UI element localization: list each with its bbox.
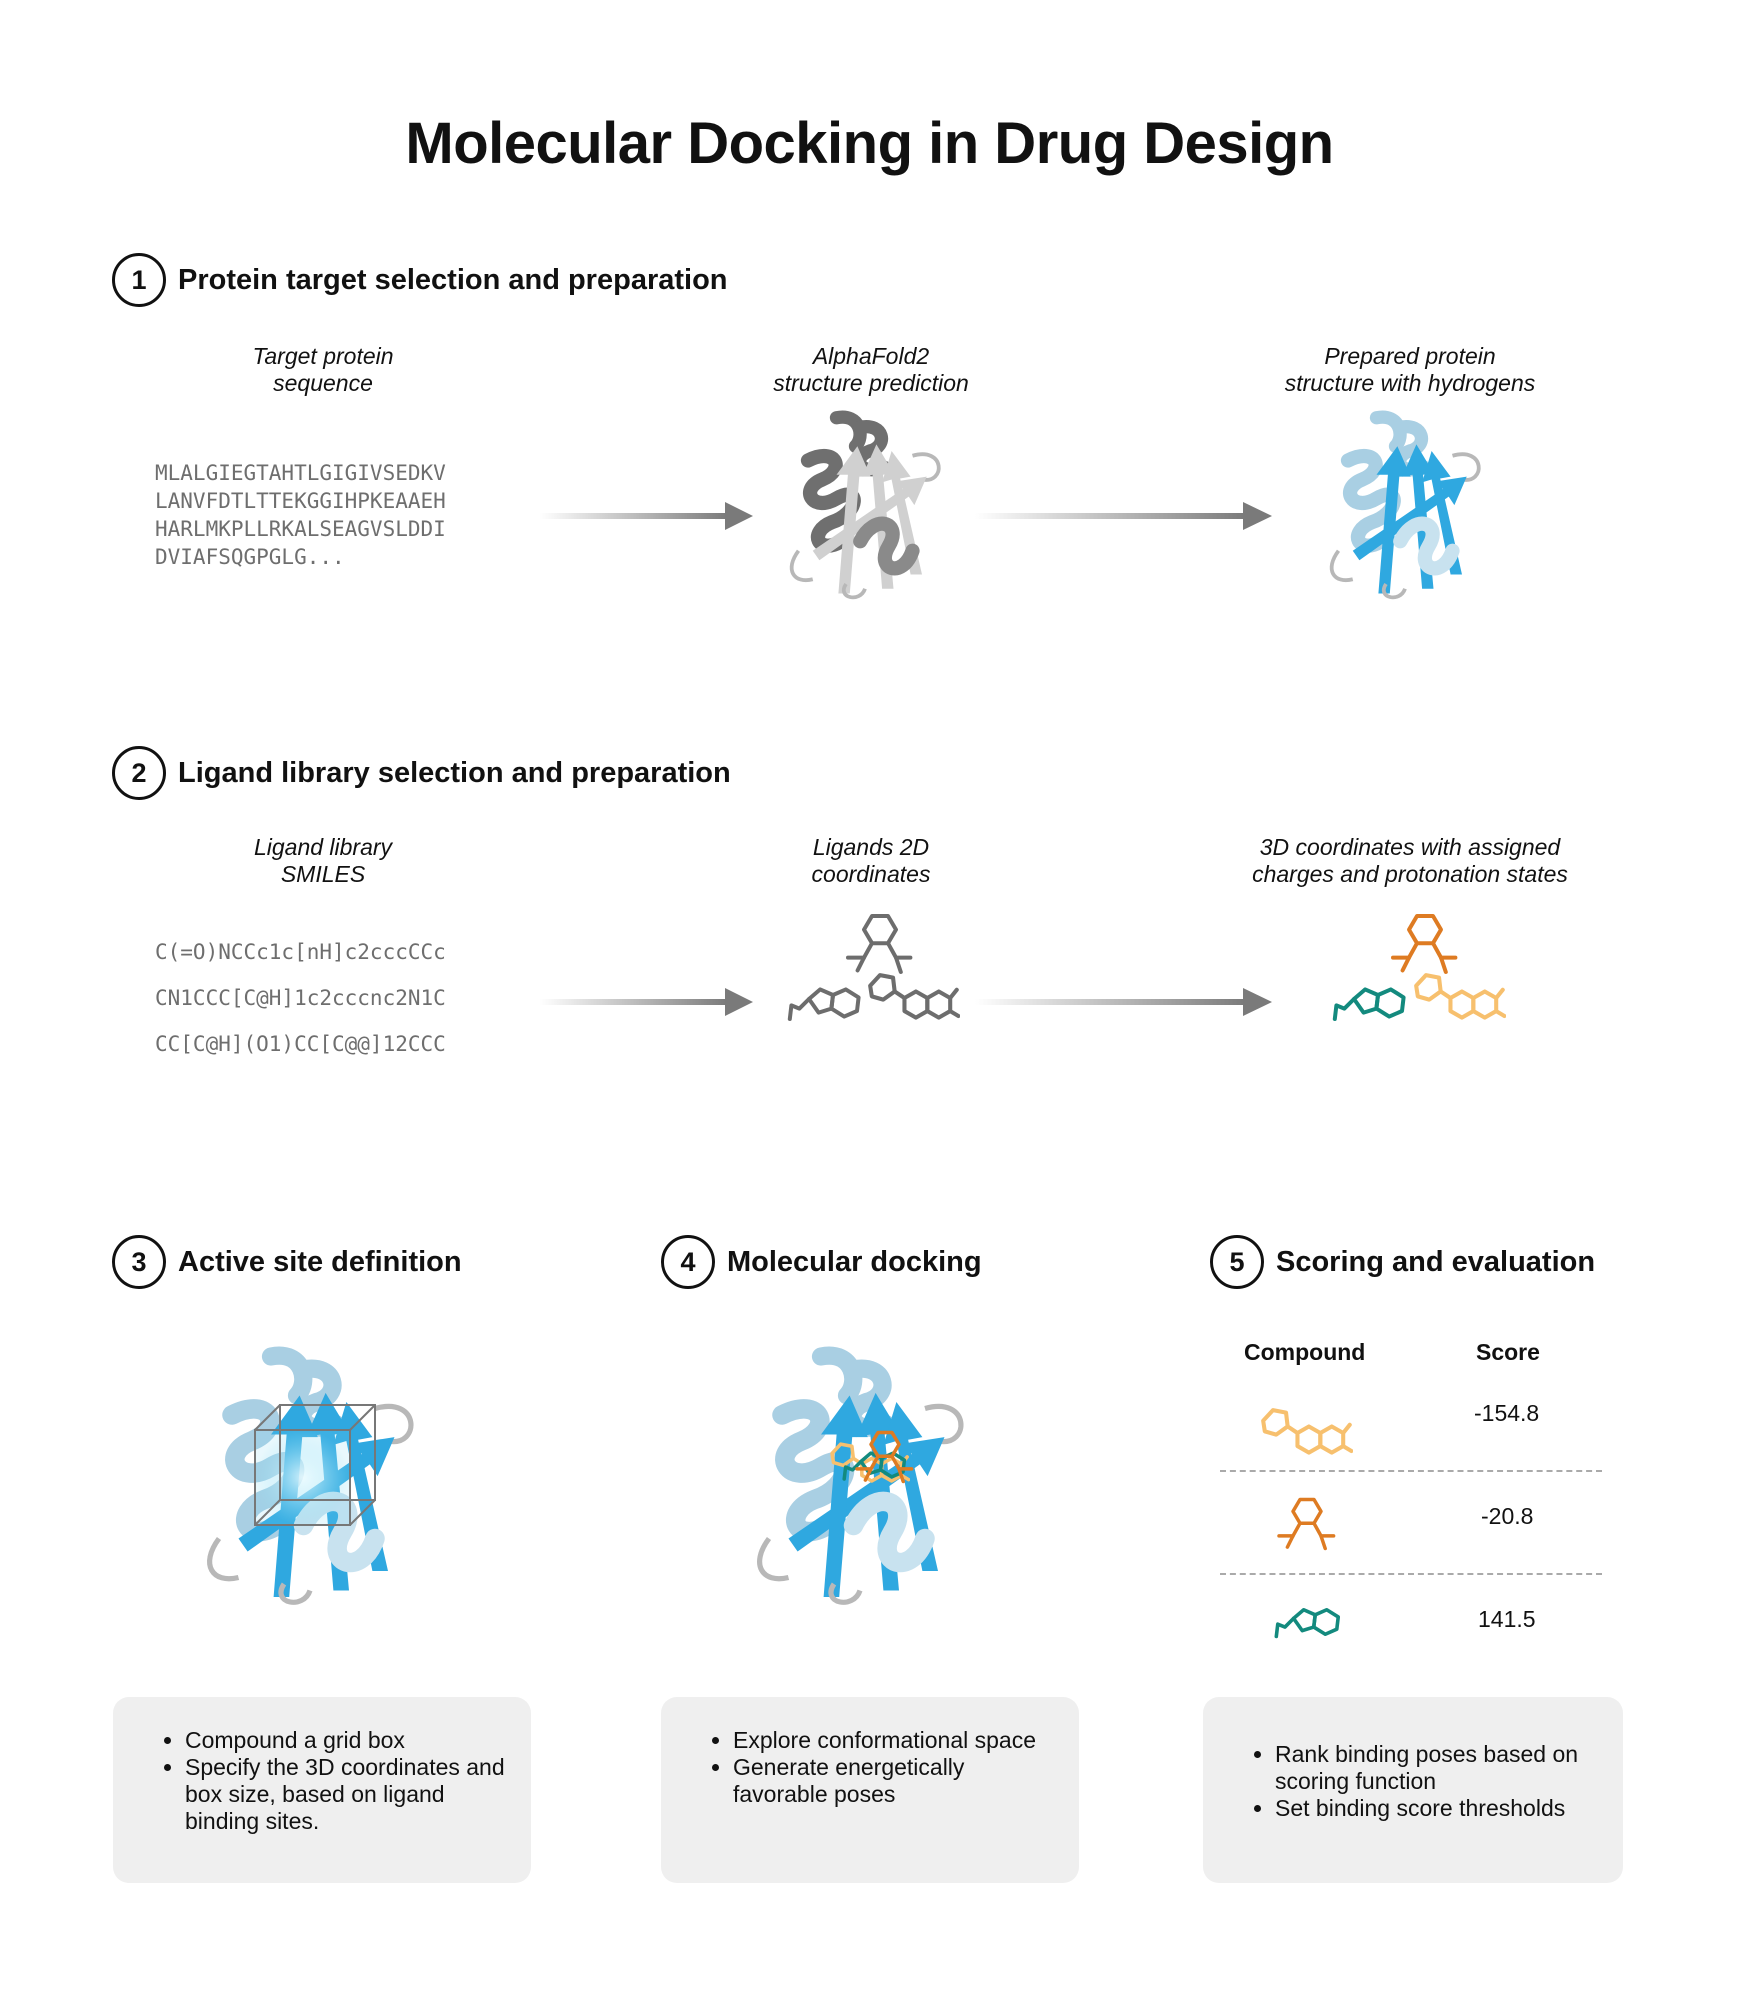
section-title: Ligand library selection and preparation — [178, 756, 731, 789]
page-title: Molecular Docking in Drug Design — [405, 111, 1334, 176]
step-number-badge: 1 — [112, 253, 166, 307]
docking-protein-image — [759, 1355, 961, 1603]
section-title: Protein target selection and preparation — [178, 263, 728, 296]
section-3-header: 3 Active site definition — [112, 1235, 462, 1289]
column-header-score: Score — [1476, 1339, 1540, 1365]
bullet-item: Set binding score thresholds — [1275, 1795, 1603, 1822]
compound-3-image — [1274, 1607, 1341, 1639]
arrow-2d-to-3d — [975, 988, 1272, 1016]
caption-alphafold: AlphaFold2 structure prediction — [773, 343, 969, 396]
section-5-header: 5 Scoring and evaluation — [1210, 1235, 1595, 1289]
ligand-2d-image — [787, 987, 861, 1021]
bullet-item: Compound a grid box — [185, 1727, 511, 1754]
caption-target-sequence: Target protein sequence — [252, 343, 394, 396]
active-site-protein-image — [209, 1355, 411, 1603]
scoring-notes-panel: Rank binding poses based on scoring func… — [1203, 1697, 1623, 1883]
caption-prepared-protein: Prepared protein structure with hydrogen… — [1284, 343, 1536, 396]
ligand-3d-image — [1408, 965, 1506, 1031]
step-number-badge: 3 — [112, 1235, 166, 1289]
score-value: 141.5 — [1478, 1606, 1536, 1632]
alphafold-structure-image — [791, 417, 939, 598]
row-divider — [1220, 1470, 1602, 1472]
section-4-header: 4 Molecular docking — [661, 1235, 982, 1289]
bullet-item: Specify the 3D coordinates and box size,… — [185, 1754, 511, 1835]
compound-1-image — [1255, 1400, 1353, 1466]
section-2-header: 2 Ligand library selection and preparati… — [112, 746, 731, 800]
bullet-item: Generate energetically favorable poses — [733, 1754, 1059, 1808]
smiles-string: C(=O)NCCc1c[nH]c2cccCCc — [155, 940, 446, 964]
docking-notes-panel: Explore conformational space Generate en… — [661, 1697, 1079, 1883]
caption-ligands-2d: Ligands 2D coordinates — [811, 834, 931, 887]
active-site-notes-panel: Compound a grid box Specify the 3D coord… — [113, 1697, 531, 1883]
protein-sequence: MLALGIEGTAHTLGIGIVSEDKV LANVFDTLTTEKGGIH… — [155, 461, 446, 569]
column-header-compound: Compound — [1244, 1339, 1366, 1365]
ligand-3d-image — [1332, 987, 1406, 1021]
bullet-item: Rank binding poses based on scoring func… — [1275, 1741, 1603, 1795]
step-number-badge: 2 — [112, 746, 166, 800]
section-title: Molecular docking — [727, 1245, 982, 1278]
step-number-badge: 5 — [1210, 1235, 1264, 1289]
score-value: -154.8 — [1474, 1400, 1540, 1426]
section-title: Scoring and evaluation — [1276, 1245, 1596, 1278]
bullet-item: Explore conformational space — [733, 1727, 1059, 1754]
section-1-header: 1 Protein target selection and preparati… — [112, 253, 728, 307]
section-title: Active site definition — [178, 1245, 462, 1278]
arrow-prediction-to-prepared — [975, 502, 1272, 530]
step-number-badge: 4 — [661, 1235, 715, 1289]
arrow-smiles-to-2d — [540, 988, 753, 1016]
caption-ligand-library: Ligand library SMILES — [253, 834, 393, 887]
compound-2-image — [1277, 1497, 1336, 1551]
prepared-protein-image — [1331, 417, 1479, 598]
score-value: -20.8 — [1481, 1503, 1534, 1529]
smiles-string: CC[C@H](O1)CC[C@@]12CCC — [155, 1032, 446, 1056]
ligand-2d-image — [862, 965, 960, 1031]
caption-ligands-3d: 3D coordinates with assigned charges and… — [1252, 834, 1568, 887]
smiles-string: CN1CCC[C@H]1c2cccnc2N1C — [155, 986, 446, 1010]
row-divider — [1220, 1573, 1602, 1575]
arrow-sequence-to-prediction — [540, 502, 753, 530]
